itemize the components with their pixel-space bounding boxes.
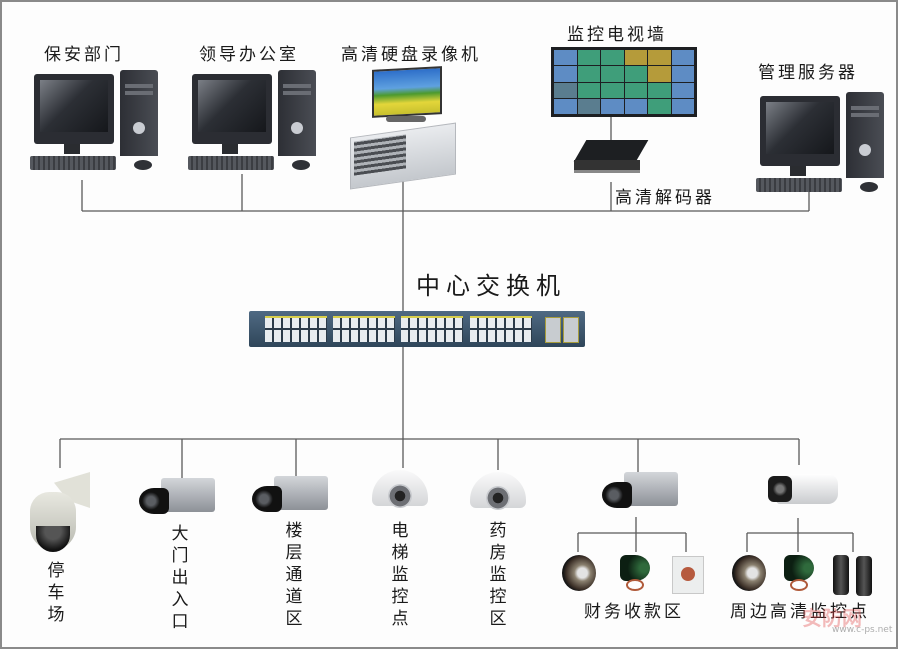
alarm-horn-icon — [616, 555, 652, 591]
mouse-icon — [292, 160, 310, 170]
port-group-2 — [333, 316, 395, 342]
uplink-port — [563, 317, 579, 343]
uplink-port — [545, 317, 561, 343]
watermark-url: www.c-ps.net — [832, 625, 893, 635]
finance-box-camera[interactable] — [602, 472, 678, 514]
speaker-icon — [732, 555, 766, 591]
parking-ptz-camera[interactable] — [30, 472, 94, 558]
video-wall-device[interactable] — [551, 47, 697, 117]
watermark-logo: 安防网 — [802, 606, 862, 630]
monitor-icon — [192, 74, 272, 144]
label-hd-decoder: 高清解码器 — [615, 188, 715, 208]
hd-nvr-device[interactable] — [350, 66, 460, 190]
tv-monitor-icon — [372, 66, 442, 118]
label-hd-nvr: 高清硬盘录像机 — [341, 45, 481, 65]
floor-corridor-box-camera[interactable] — [252, 476, 328, 518]
label-finance: 财务收款区 — [584, 602, 684, 622]
alarm-horn-icon — [780, 555, 816, 591]
mgmt-server-computer[interactable] — [756, 92, 886, 196]
security-dept-computer[interactable] — [30, 70, 160, 174]
pharmacy-dome-camera[interactable] — [470, 472, 526, 524]
hd-decoder-device[interactable] — [573, 140, 649, 176]
panic-button-icon — [672, 556, 704, 594]
label-mgmt-server: 管理服务器 — [758, 63, 858, 83]
label-leadership-office: 领导办公室 — [199, 45, 299, 65]
keyboard-icon — [188, 156, 274, 170]
keyboard-icon — [756, 178, 842, 192]
label-perimeter: 周边高清监控点 — [730, 602, 870, 622]
pc-tower-icon — [846, 92, 884, 178]
infrared-beam-detector-icon — [856, 556, 872, 596]
label-elevator: 电 梯 监 控 点 — [391, 521, 409, 629]
label-parking: 停 车 场 — [47, 561, 65, 625]
monitor-icon — [34, 74, 114, 144]
leadership-office-computer[interactable] — [188, 70, 318, 174]
elevator-dome-camera[interactable] — [372, 470, 428, 522]
keyboard-icon — [30, 156, 116, 170]
label-floor-corridor: 楼 层 通 道 区 — [285, 521, 303, 629]
port-group-1 — [265, 316, 327, 342]
label-main-gate: 大 门 出 入 口 — [171, 524, 189, 632]
port-group-3 — [401, 316, 463, 342]
label-pharmacy: 药 房 监 控 区 — [489, 521, 507, 629]
infrared-beam-detector-icon — [833, 555, 849, 595]
speaker-icon — [562, 555, 596, 591]
label-security-dept: 保安部门 — [44, 45, 124, 65]
switch-title: 中心交换机 — [416, 272, 566, 300]
main-gate-box-camera[interactable] — [139, 478, 215, 520]
port-group-4 — [470, 316, 532, 342]
monitor-icon — [760, 96, 840, 166]
mouse-icon — [860, 182, 878, 192]
label-video-wall: 监控电视墙 — [567, 25, 667, 45]
perimeter-bullet-camera[interactable] — [768, 470, 838, 510]
pc-tower-icon — [120, 70, 158, 156]
pc-tower-icon — [278, 70, 316, 156]
mouse-icon — [134, 160, 152, 170]
core-switch-device[interactable] — [249, 311, 585, 347]
